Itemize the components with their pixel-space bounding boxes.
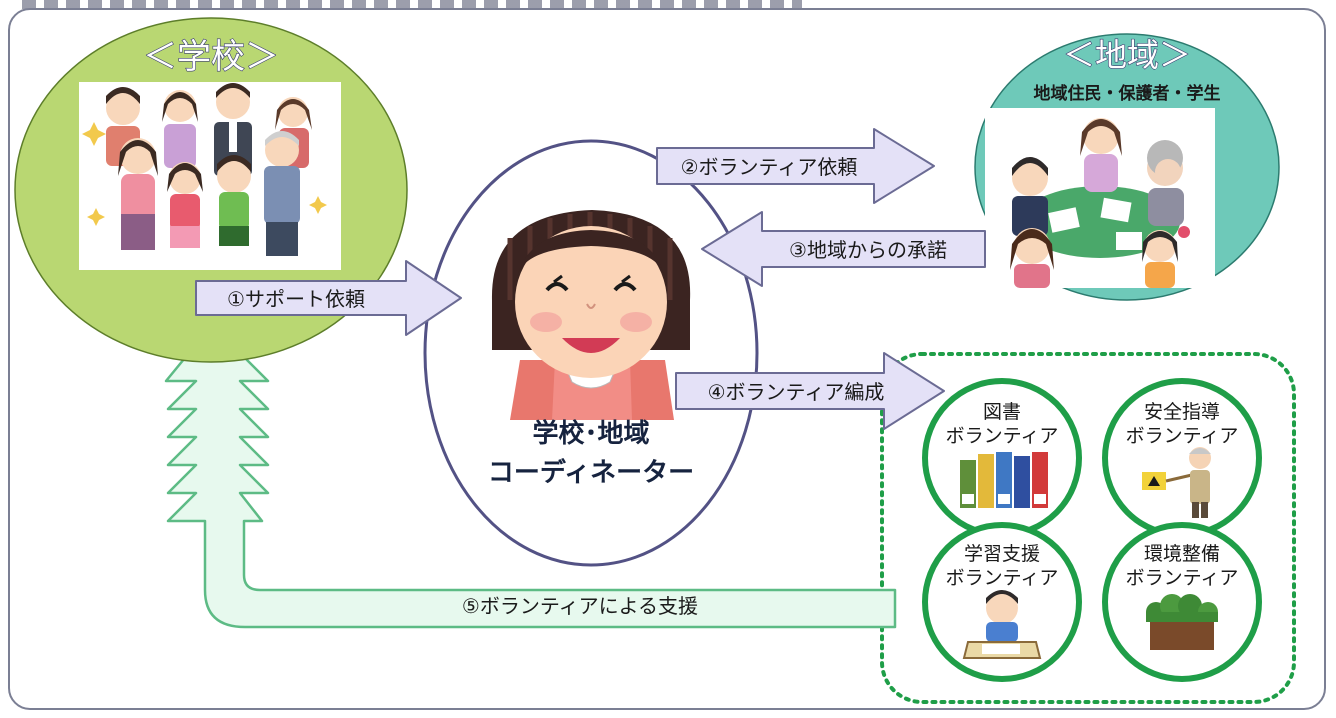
arrow-step4	[675, 352, 945, 430]
coordinator-illustration	[491, 210, 691, 420]
hedge-icon	[1146, 594, 1218, 650]
coordinator-label-line2: コーディネーター	[488, 457, 694, 488]
community-title: ＜地域＞	[1063, 36, 1191, 74]
arrow-step3-label: ③地域からの承諾	[789, 238, 947, 262]
crossing-guard-icon	[1142, 447, 1211, 518]
volunteer-study-line1: 学習支援	[964, 543, 1040, 565]
volunteer-study-line2: ボランティア	[946, 567, 1059, 589]
arrow-step4-label: ④ボランティア編成	[708, 380, 885, 404]
volunteer-library: 図書 ボランティア	[922, 378, 1082, 538]
volunteer-environment-line2: ボランティア	[1126, 567, 1239, 589]
volunteer-safety-line2: ボランティア	[1126, 425, 1239, 447]
school-title: ＜学校＞	[143, 37, 279, 77]
books-icon	[960, 452, 1048, 508]
arrow-step2-label: ②ボランティア依頼	[681, 155, 858, 179]
arrow-step1	[195, 260, 462, 336]
volunteer-environment: 環境整備 ボランティア	[1102, 522, 1262, 682]
arrow-step3	[701, 211, 986, 287]
volunteer-group-box	[880, 352, 1296, 704]
studying-child-icon	[962, 590, 1042, 659]
volunteer-environment-line1: 環境整備	[1144, 543, 1220, 565]
volunteer-library-line2: ボランティア	[946, 425, 1059, 447]
coordinator-label-line1: 学校･地域	[532, 418, 649, 449]
community-meeting-illustration	[985, 108, 1215, 288]
volunteer-library-line1: 図書	[983, 401, 1021, 423]
community-subtitle: 地域住民・保護者・学生	[1034, 83, 1221, 104]
volunteer-safety-line1: 安全指導	[1144, 401, 1220, 423]
volunteer-safety: 安全指導 ボランティア	[1102, 378, 1262, 538]
volunteer-study: 学習支援 ボランティア	[922, 522, 1082, 682]
cropped-heading-strip	[0, 0, 1336, 9]
arrow-step1-label: ①サポート依頼	[227, 287, 365, 311]
family-figures	[82, 83, 327, 256]
school-family-illustration	[79, 82, 341, 270]
arrow-step2	[656, 128, 935, 204]
arrow-step5-label: ⑤ボランティアによる支援	[462, 594, 698, 618]
